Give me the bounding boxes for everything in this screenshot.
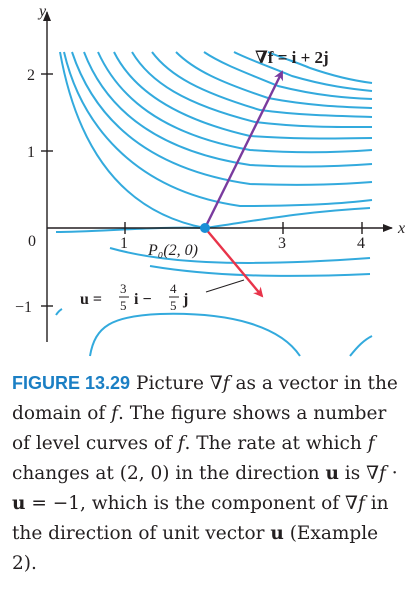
- caption-segment: u: [325, 463, 339, 484]
- unit-vector-leader: [205, 279, 245, 293]
- unit-vector-lhs: u =: [80, 291, 102, 308]
- level-curve: [89, 312, 301, 357]
- caption-segment: Picture: [136, 373, 210, 394]
- caption-segment: as a vector in the domain of: [12, 373, 398, 424]
- unit-vector: [204, 227, 264, 298]
- y-tick-label-neg1: −1: [15, 299, 32, 316]
- level-curve: [97, 51, 373, 154]
- caption-segment: ·: [385, 463, 398, 484]
- caption-segment: f: [177, 433, 185, 454]
- y-tick-label-0: 0: [28, 233, 36, 250]
- gradient-label: ∇f = i + 2j: [255, 48, 329, 67]
- level-curve: [59, 51, 371, 230]
- caption-segment: ∇: [366, 463, 379, 484]
- unit-vector-mid: i −: [134, 291, 152, 308]
- level-curve: [349, 335, 373, 357]
- caption-segment: changes at (2, 0) in the direction: [12, 463, 326, 484]
- caption-segment: u: [270, 523, 284, 544]
- unit-vector-num1: 3: [120, 281, 127, 296]
- gradient-vector: [203, 70, 284, 229]
- x-tick-label-3: 3: [278, 235, 286, 252]
- unit-vector-den1: 5: [120, 298, 127, 313]
- caption-segment: ∇: [209, 373, 223, 394]
- axes: [41, 11, 393, 342]
- caption-segment: f: [367, 433, 375, 454]
- level-curve: [151, 51, 373, 118]
- level-curves: [55, 51, 373, 357]
- caption-segment: is: [338, 463, 367, 484]
- x-tick-label-4: 4: [357, 235, 365, 252]
- level-curve: [267, 51, 373, 84]
- figure-number: FIGURE 13.29: [12, 373, 131, 393]
- caption-segment: u: [12, 493, 26, 514]
- level-curve: [63, 51, 373, 208]
- caption-segment: f: [222, 373, 230, 394]
- level-curve: [233, 51, 373, 92]
- x-tick-label-1: 1: [120, 235, 128, 252]
- level-curve: [83, 51, 373, 168]
- caption-segment: f: [357, 493, 365, 514]
- point-label: P₀(2, 0): [147, 242, 198, 259]
- level-curve: [203, 51, 373, 100]
- caption-segment: (Example 2).: [12, 523, 379, 574]
- level-curve: [131, 51, 373, 129]
- y-axis-label: y: [37, 3, 47, 20]
- caption-segment: . The rate at which: [184, 433, 368, 454]
- level-curve: [71, 51, 373, 186]
- caption-segment: f: [378, 463, 386, 484]
- caption-segment: . The figure shows a number of level cur…: [12, 403, 387, 454]
- y-tick-label-2: 2: [27, 67, 35, 84]
- unit-vector-label: u = 3 5 i − 4 5 j: [80, 281, 188, 313]
- unit-vector-num2: 4: [170, 281, 177, 296]
- level-curves-figure: y x 1 3 4 0 1 2 −1 ∇f = i + 2j P₀(2, 0) …: [15, 3, 405, 357]
- point-p0: [200, 223, 210, 233]
- caption-text: Picture ∇f as a vector in the domain of …: [12, 373, 398, 574]
- caption-segment: = −1, which is the component of: [25, 493, 346, 514]
- unit-vector-den2: 5: [170, 298, 177, 313]
- level-curve: [55, 308, 63, 316]
- level-curve: [149, 265, 371, 277]
- caption-segment: ∇: [345, 493, 358, 514]
- y-tick-label-1: 1: [27, 144, 35, 161]
- unit-vector-rhs: j: [182, 291, 188, 308]
- x-axis-label: x: [397, 220, 405, 237]
- level-curve: [109, 247, 371, 264]
- caption-segment: f: [111, 403, 118, 424]
- caption-segment: in the direction of unit vector: [12, 493, 389, 544]
